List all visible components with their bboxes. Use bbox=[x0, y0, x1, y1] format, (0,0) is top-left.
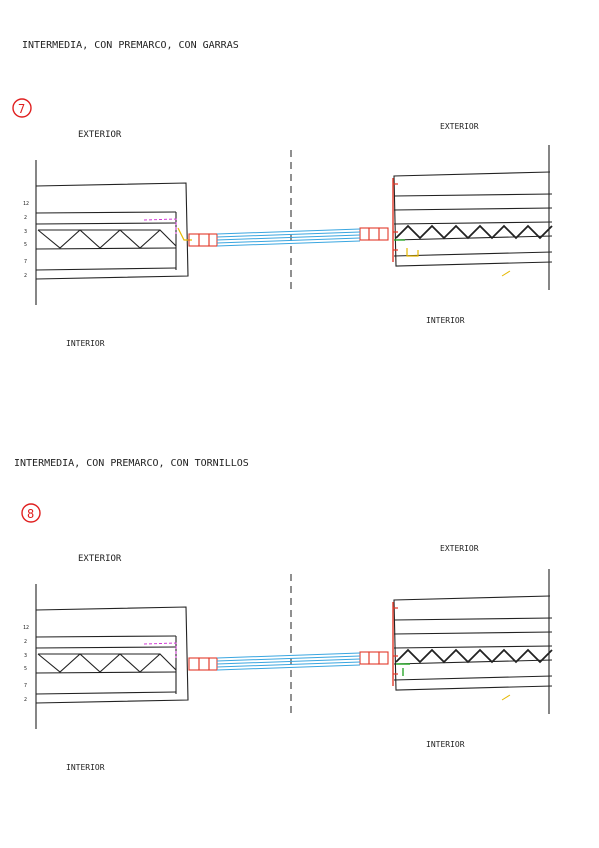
right-exterior-label: EXTERIOR bbox=[440, 122, 479, 131]
glazing-panes bbox=[216, 228, 361, 247]
anchor-claw-right bbox=[406, 248, 419, 257]
insulation-zigzag bbox=[395, 224, 553, 240]
section-title: INTERMEDIA, CON PREMARCO, CON TORNILLOS bbox=[14, 458, 249, 469]
svg-text:12: 12 bbox=[23, 201, 29, 207]
insulation-zigzag bbox=[395, 648, 553, 664]
detail-section-8: INTERMEDIA, CON PREMARCO, CON TORNILLOS … bbox=[14, 458, 553, 772]
section-number-circle bbox=[21, 503, 41, 523]
premarco-ticks bbox=[393, 183, 398, 251]
svg-text:5: 5 bbox=[24, 242, 27, 248]
detail-section-7: INTERMEDIA, CON PREMARCO, CON GARRAS 7 E… bbox=[12, 40, 553, 348]
svg-text:2: 2 bbox=[24, 215, 27, 221]
right-exterior-label: EXTERIOR bbox=[440, 544, 479, 553]
left-wall-section bbox=[35, 160, 189, 305]
svg-text:7: 7 bbox=[24, 683, 27, 689]
dimension-labels: 12 2 3 5 7 2 bbox=[23, 625, 29, 703]
svg-text:7: 7 bbox=[24, 259, 27, 265]
window-frame-right bbox=[359, 651, 389, 665]
left-exterior-label: EXTERIOR bbox=[78, 554, 122, 564]
svg-text:12: 12 bbox=[23, 625, 29, 631]
stray-mark bbox=[501, 270, 511, 277]
stray-mark bbox=[501, 694, 511, 701]
glazing-panes bbox=[216, 652, 361, 671]
premarco-ticks bbox=[393, 607, 398, 675]
dimension-labels: 12 2 3 5 7 2 bbox=[23, 201, 29, 279]
svg-text:2: 2 bbox=[24, 697, 27, 703]
svg-text:5: 5 bbox=[24, 666, 27, 672]
left-exterior-label: EXTERIOR bbox=[78, 130, 122, 140]
right-interior-label: INTERIOR bbox=[426, 316, 465, 325]
left-interior-label: INTERIOR bbox=[66, 763, 105, 772]
window-frame-left bbox=[188, 657, 218, 671]
screw-icon bbox=[396, 663, 410, 676]
right-wall-section bbox=[393, 569, 553, 714]
window-frame-right bbox=[359, 227, 389, 241]
svg-text:2: 2 bbox=[24, 639, 27, 645]
section-number: 8 bbox=[27, 507, 34, 521]
left-interior-label: INTERIOR bbox=[66, 339, 105, 348]
seal-line bbox=[143, 642, 177, 658]
svg-text:2: 2 bbox=[24, 273, 27, 279]
section-number-circle bbox=[12, 98, 32, 118]
left-wall-section bbox=[35, 584, 189, 729]
svg-text:3: 3 bbox=[24, 229, 27, 235]
right-wall-section bbox=[393, 145, 553, 290]
svg-text:3: 3 bbox=[24, 653, 27, 659]
section-number: 7 bbox=[18, 102, 25, 116]
window-frame-left bbox=[188, 233, 218, 247]
right-interior-label: INTERIOR bbox=[426, 740, 465, 749]
section-title: INTERMEDIA, CON PREMARCO, CON GARRAS bbox=[22, 40, 239, 51]
seal-line bbox=[143, 218, 177, 234]
